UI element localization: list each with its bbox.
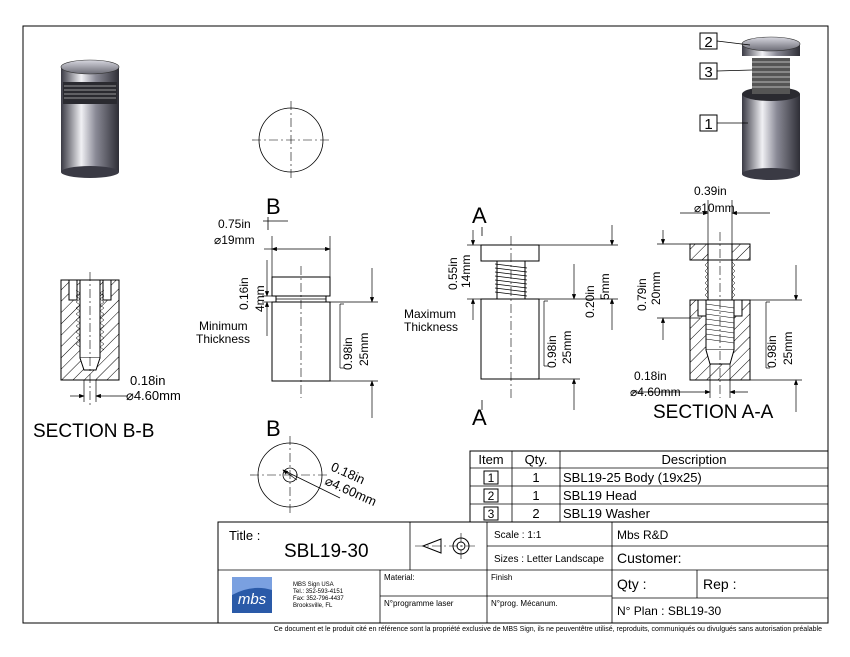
aa-hole-mm: ⌀4.60mm: [630, 385, 681, 399]
bom-row-item: 3: [488, 507, 495, 521]
scale: Scale : 1:1: [494, 530, 542, 541]
bom-row-desc: SBL19 Head: [563, 488, 637, 503]
section-bb-label: SECTION B-B: [33, 421, 154, 442]
customer-label: Customer:: [617, 550, 682, 566]
bom-row-qty: 2: [532, 506, 539, 521]
end-view-top: [252, 101, 330, 179]
body-h-in: 0.98in: [341, 337, 355, 370]
a-thread-mm: 5mm: [598, 273, 612, 300]
bom-row-qty: 1: [532, 470, 539, 485]
projection-symbol-icon: [415, 533, 475, 560]
aa-total-in: 0.79in: [635, 278, 649, 311]
min-gap-mm: 4mm: [253, 285, 267, 312]
aa-body-in: 0.98in: [765, 335, 779, 368]
head-w-mm: ⌀19mm: [214, 233, 255, 247]
balloon-1: 1: [704, 116, 712, 133]
bom-row-qty: 1: [532, 488, 539, 503]
bom-row-item: 1: [488, 471, 495, 485]
head-h-mm: 14mm: [459, 255, 473, 288]
bb-hole-in: 0.18in: [130, 373, 165, 388]
a-body-in: 0.98in: [545, 335, 559, 368]
legal-footer: Ce document et le produit cité en référe…: [273, 626, 822, 633]
head-w-in: 0.75in: [218, 217, 251, 231]
aa-body-mm: 25mm: [781, 332, 795, 365]
title-label: Title :: [229, 528, 260, 543]
b-bottom-label: B: [266, 416, 281, 441]
side-view-a: A A 0.55in 14mm Maximum Thickness 0.98in: [404, 203, 618, 430]
b-top-label: B: [266, 194, 281, 219]
qty-label: Qty :: [617, 576, 647, 592]
a-bottom-label: A: [472, 405, 487, 430]
aa-top-in: 0.39in: [694, 184, 727, 198]
material-label: Material:: [384, 573, 415, 582]
section-bb-view: 0.18in ⌀4.60mm SECTION B-B: [33, 272, 181, 442]
aa-top-mm: ⌀10mm: [694, 201, 735, 215]
company: Mbs R&D: [617, 528, 669, 542]
head-h-in: 0.55in: [446, 257, 460, 290]
max-label-2: Thickness: [404, 320, 458, 334]
rep-label: Rep :: [703, 576, 736, 592]
max-label-1: Maximum: [404, 307, 456, 321]
min-label-2: Thickness: [196, 332, 250, 346]
iso-render-right: 2 3 1: [699, 32, 801, 180]
bom-table: Item Qty. Description 1 1 SBL19-25 Body …: [469, 450, 829, 523]
body-h-mm: 25mm: [357, 333, 371, 366]
company-name: MBS Sign USA: [293, 582, 334, 588]
end-view-bottom: B 0.18in ⌀4.60mm: [250, 416, 379, 514]
balloon-2: 2: [704, 34, 712, 51]
side-view-b: B 0.75in ⌀19mm 0.16in 4mm Minimum Thickn…: [196, 194, 378, 418]
plan-number: N° Plan : SBL19-30: [617, 604, 722, 618]
a-body-mm: 25mm: [560, 331, 574, 364]
aa-hole-in: 0.18in: [634, 369, 667, 383]
bom-row-desc: SBL19-25 Body (19x25): [563, 470, 702, 485]
prog-meca-label: N°prog. Mécanum.: [491, 599, 558, 608]
min-gap-in: 0.16in: [237, 277, 251, 310]
a-top-label: A: [472, 203, 487, 228]
section-aa-label: SECTION A-A: [653, 402, 774, 423]
logo-text: mbs: [238, 591, 267, 608]
bb-hole-mm: ⌀4.60mm: [126, 388, 181, 403]
bom-header-qty: Qty.: [525, 452, 548, 467]
sheet-size: Sizes : Letter Landscape: [494, 554, 605, 565]
company-fax: Fax: 352-796-4437: [293, 596, 344, 602]
min-label-1: Minimum: [199, 319, 248, 333]
mbs-logo: mbs: [232, 577, 272, 613]
company-city: Brooksville, FL: [293, 603, 333, 609]
section-aa-view: 0.39in ⌀10mm 0.79in 20mm 0.98in 25mm 0.1…: [630, 184, 802, 423]
iso-render-left: [60, 59, 120, 178]
company-tel: Tel.: 352-593-4151: [293, 589, 344, 595]
prog-laser-label: N°programme laser: [384, 599, 454, 608]
a-thread-in: 0.20in: [583, 285, 597, 318]
bom-row-desc: SBL19 Washer: [563, 506, 651, 521]
bom-row-item: 2: [488, 489, 495, 503]
aa-total-mm: 20mm: [649, 272, 663, 305]
bom-header-description: Description: [661, 452, 726, 467]
finish-label: Finish: [491, 573, 512, 582]
bom-header-item: Item: [478, 452, 503, 467]
drawing-title: SBL19-30: [284, 541, 369, 562]
title-block: Title : SBL19-30 Scale : 1:1 Sizes : Let…: [217, 521, 829, 624]
balloon-3: 3: [704, 64, 712, 81]
